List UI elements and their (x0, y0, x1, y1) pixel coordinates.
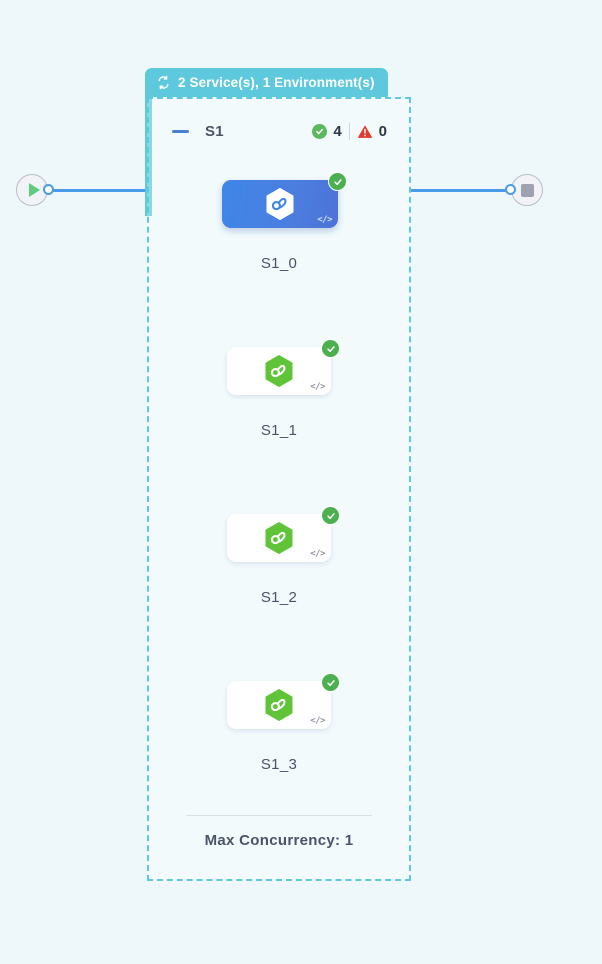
warning-triangle-icon (357, 124, 373, 139)
service-node-label: S1_2 (260, 589, 298, 606)
hexagon-loop-icon (264, 521, 294, 555)
status-success: 4 (312, 122, 342, 140)
service-node-label: S1_1 (260, 422, 298, 439)
max-concurrency-label: Max Concurrency: 1 (204, 832, 354, 849)
group-title-row: S1 4 0 (172, 119, 387, 143)
code-icon[interactable]: </> (310, 382, 325, 392)
edge-group-to-end (410, 189, 512, 192)
play-icon (28, 183, 40, 197)
code-icon[interactable]: </> (310, 549, 325, 559)
start-node-output-port[interactable] (43, 184, 54, 195)
hexagon-loop-icon (264, 354, 294, 388)
status-success-count: 4 (333, 122, 342, 140)
hexagon-loop-icon (265, 187, 295, 221)
service-node-label: S1_0 (260, 255, 298, 272)
group-name-label: S1 (205, 122, 224, 140)
check-circle-icon (321, 506, 340, 525)
group-header-label: 2 Service(s), 1 Environment(s) (178, 75, 375, 90)
code-icon[interactable]: </> (310, 716, 325, 726)
start-node[interactable] (16, 174, 48, 206)
check-circle-icon (321, 673, 340, 692)
group-header-tab[interactable]: 2 Service(s), 1 Environment(s) (145, 68, 388, 97)
service-node-card[interactable]: </> (222, 172, 347, 228)
stop-icon (520, 183, 534, 197)
check-circle-icon (321, 339, 340, 358)
service-node-card[interactable]: </> (227, 339, 340, 395)
service-node-card[interactable]: </> (227, 673, 340, 729)
group-footer-divider (186, 815, 372, 816)
service-node-card[interactable]: </> (227, 506, 340, 562)
status-warning-count: 0 (378, 122, 387, 140)
end-node-input-port[interactable] (505, 184, 516, 195)
status-divider (348, 122, 350, 140)
code-icon[interactable]: </> (317, 215, 332, 225)
check-circle-icon (312, 123, 328, 139)
hexagon-loop-icon (264, 688, 294, 722)
minus-icon[interactable] (172, 129, 189, 133)
group-status-cluster: 4 0 (312, 122, 387, 140)
service-node-label: S1_3 (260, 756, 298, 773)
status-warning: 0 (357, 123, 387, 140)
refresh-loop-icon (156, 75, 171, 90)
edge-start-to-group (48, 189, 146, 192)
check-circle-icon (328, 172, 347, 191)
end-node[interactable] (511, 174, 543, 206)
